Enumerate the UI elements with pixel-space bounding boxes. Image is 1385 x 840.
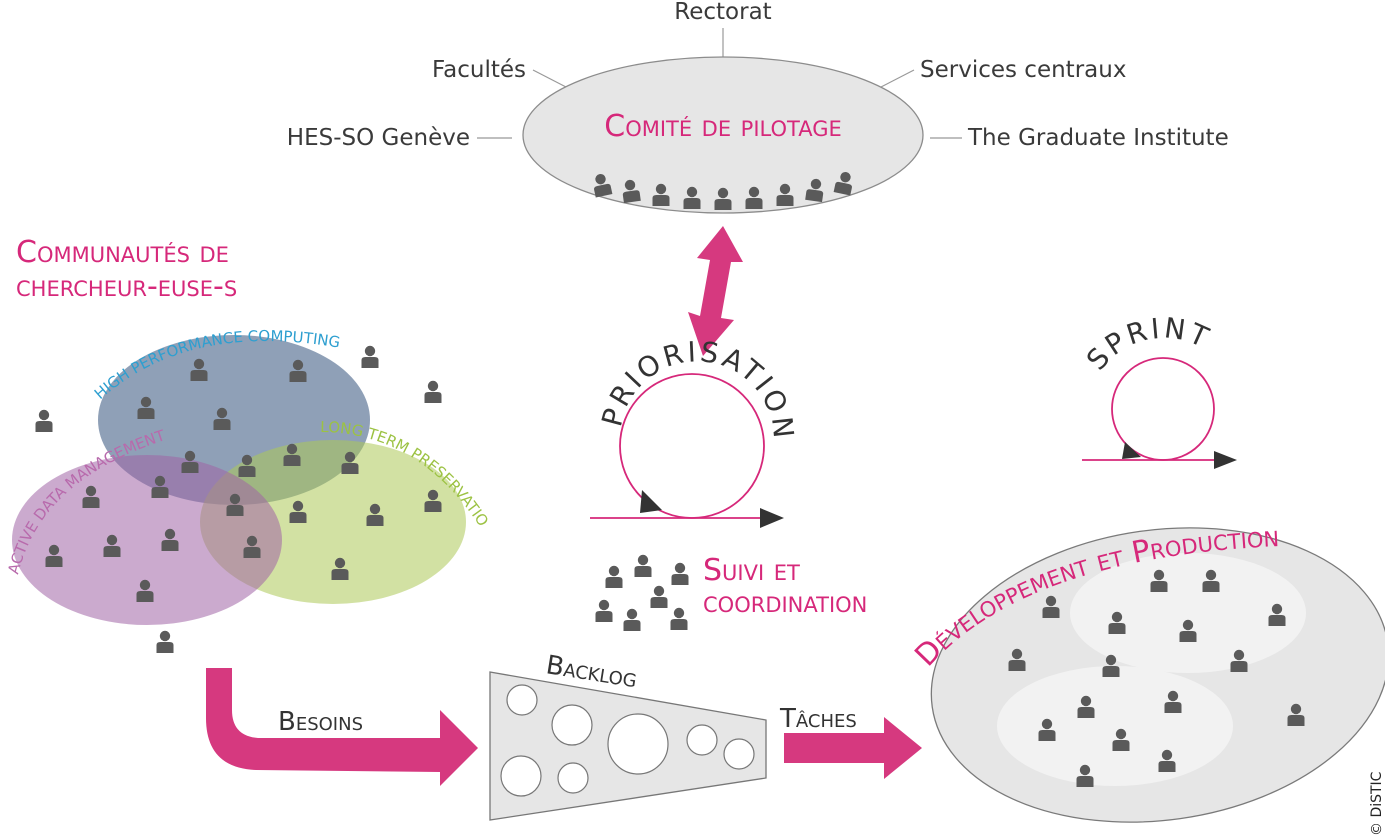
facultes-label: Facultés xyxy=(432,57,526,83)
person-icon xyxy=(623,608,641,631)
backlog-item xyxy=(557,762,589,794)
backlog-item xyxy=(500,755,542,797)
person-icon xyxy=(424,380,442,403)
person-icon xyxy=(156,630,174,653)
coordination-line2: coordination xyxy=(703,585,867,620)
person-icon xyxy=(595,599,613,622)
backlog-item xyxy=(686,724,718,756)
backlog-item xyxy=(506,684,538,716)
sprint-loop-arrowhead xyxy=(1122,442,1141,459)
hesso-label: HES-SO Genève xyxy=(287,125,470,151)
person-icon xyxy=(671,562,689,585)
person-icon xyxy=(634,554,652,577)
sprint-timeline-arrowhead xyxy=(1214,451,1237,469)
person-icon xyxy=(650,585,668,608)
taches-arrow xyxy=(784,717,922,779)
priorisation-loop-arrowhead xyxy=(640,490,662,513)
adm-ellipse xyxy=(12,455,282,625)
backlog-item xyxy=(551,704,593,746)
sprint-label: SPRINT xyxy=(1080,311,1216,376)
rectorat-label: Rectorat xyxy=(674,0,771,25)
steering-committee-ellipse xyxy=(522,56,924,214)
person-icon xyxy=(670,607,688,630)
backlog-items xyxy=(500,684,755,797)
person-icon xyxy=(361,345,379,368)
production-team-a xyxy=(1070,553,1306,673)
besoins-arrow xyxy=(206,668,478,786)
production-team-b xyxy=(997,666,1233,786)
backlog-item xyxy=(723,738,755,770)
priorisation-label: PRIORISATION xyxy=(595,335,800,442)
coordination-line1: Suivi et xyxy=(703,553,800,588)
backlog-item xyxy=(607,713,669,775)
credit-label: © DiSTIC xyxy=(1369,771,1385,836)
besoins-label: Besoins xyxy=(278,707,363,737)
taches-label: Tâches xyxy=(779,704,857,734)
priorisation-timeline-arrowhead xyxy=(760,508,784,528)
services-connector xyxy=(880,69,915,88)
communities-title-line1: Communautés de xyxy=(16,235,229,270)
person-icon xyxy=(605,565,623,588)
double-arrow xyxy=(688,226,743,356)
coordination-members xyxy=(595,554,689,631)
steering-committee-title: Comité de pilotage xyxy=(604,109,841,144)
services-label: Services centraux xyxy=(920,57,1126,83)
communities-title-line2: chercheur-euse-s xyxy=(16,269,237,304)
facultes-connector xyxy=(532,69,567,88)
graduate-label: The Graduate Institute xyxy=(967,125,1229,151)
person-icon xyxy=(35,409,53,432)
